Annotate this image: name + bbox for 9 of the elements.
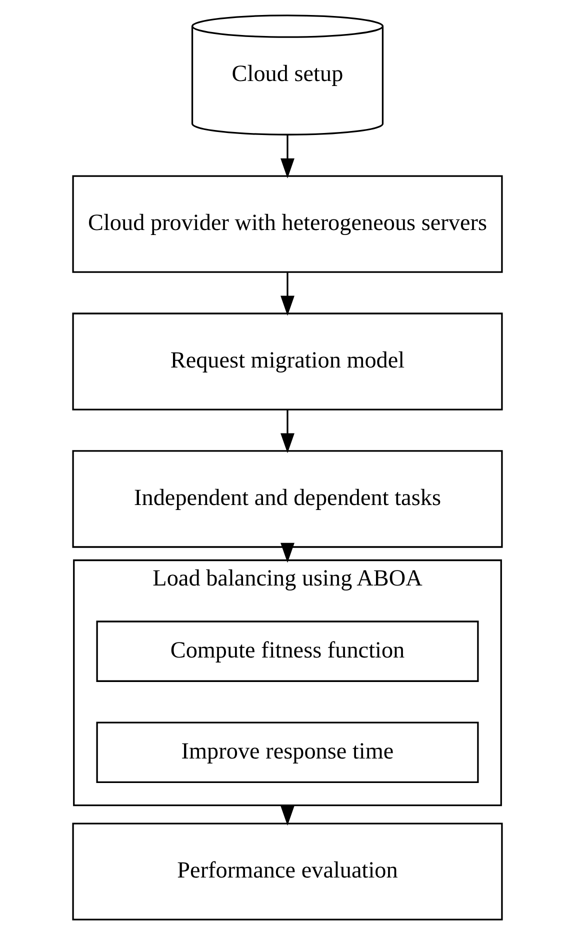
arrow <box>280 134 294 178</box>
arrow <box>280 272 294 316</box>
node-box: Cloud provider with heterogeneous servers <box>72 175 503 273</box>
arrow <box>280 542 294 563</box>
node-box: Compute fitness function <box>96 620 479 682</box>
arrow <box>280 410 294 454</box>
node-box: Performance evaluation <box>72 822 503 920</box>
node-box: Request migration model <box>72 312 503 410</box>
node-box: Improve response time <box>96 722 479 783</box>
